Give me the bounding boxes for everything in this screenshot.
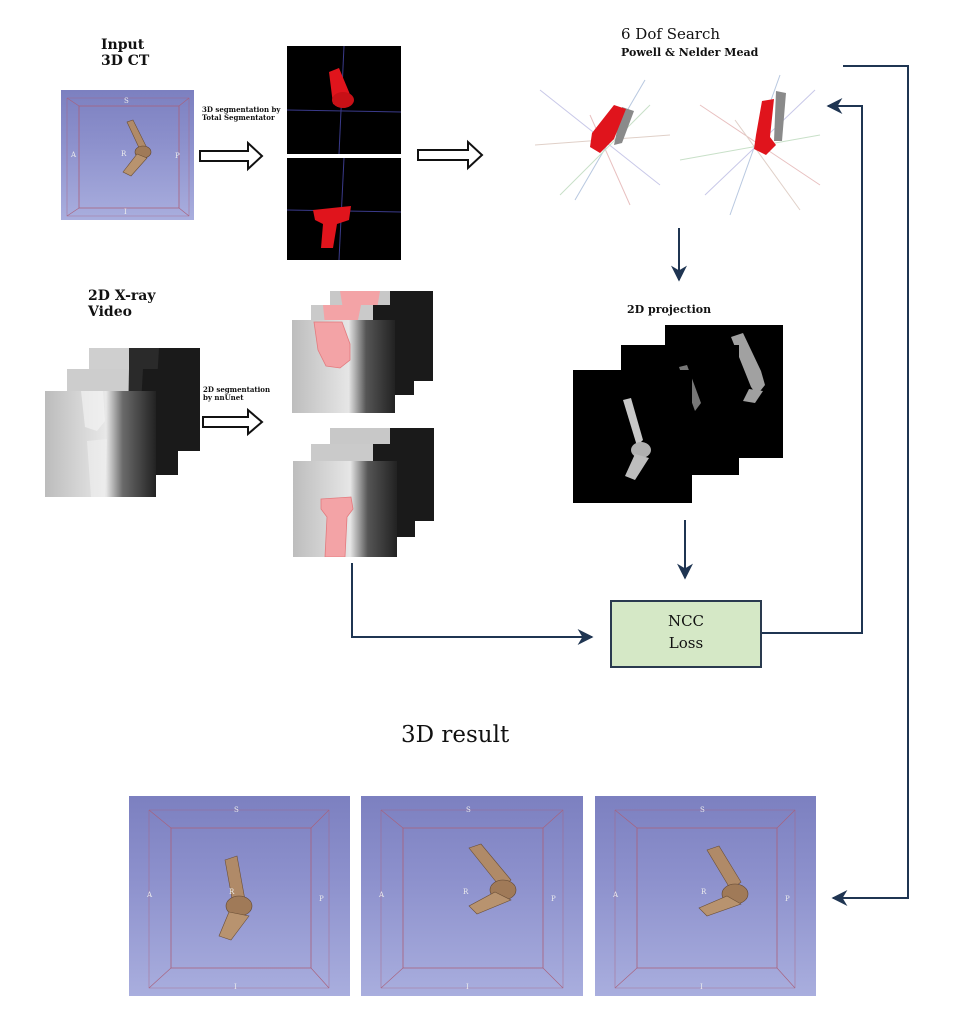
xray-video-label-line2: Video <box>88 304 132 321</box>
seg2d-femur-frame-1 <box>292 320 395 413</box>
result-volume-1: S A R P I <box>129 796 350 996</box>
marker-i: I <box>466 983 469 991</box>
search-poses <box>534 74 821 216</box>
input-ct-label-line1: Input <box>101 37 145 53</box>
xray-frame-1 <box>45 391 156 497</box>
hollow-arrow-xray-to-seg <box>202 407 264 437</box>
search-subtitle: Powell & Nelder Mead <box>621 46 759 59</box>
marker-a: A <box>147 891 153 899</box>
marker-s: S <box>124 97 129 105</box>
seg2d-caption-line1: 2D segmentation <box>203 385 271 394</box>
result-title: 3D result <box>401 722 510 748</box>
marker-s: S <box>234 806 239 814</box>
ncc-loss-box: NCC Loss <box>610 600 762 668</box>
marker-s: S <box>466 806 471 814</box>
marker-p: P <box>785 895 790 903</box>
marker-r: R <box>121 150 127 158</box>
marker-r: R <box>701 888 707 896</box>
arrow-search-to-result <box>831 65 909 906</box>
marker-p: P <box>319 895 324 903</box>
seg3d-panel-femur <box>287 46 401 154</box>
ncc-loss-line2: Loss <box>668 634 704 652</box>
marker-a: A <box>379 891 385 899</box>
seg2d-caption-line2: by nnUnet <box>203 393 244 403</box>
marker-r: R <box>229 888 235 896</box>
marker-a: A <box>613 891 619 899</box>
marker-i: I <box>124 208 127 216</box>
seg3d-caption-line2: Total Segmentator <box>202 113 275 123</box>
marker-s: S <box>700 806 705 814</box>
hollow-arrow-ct-to-seg <box>199 140 264 172</box>
arrow-ncc-feedback <box>762 98 863 634</box>
result-volume-2: S A R P I <box>361 796 583 996</box>
result-volume-3: S A R P I <box>595 796 816 996</box>
search-title: 6 Dof Search <box>621 25 721 43</box>
marker-a: A <box>71 151 77 159</box>
xray-video-label: 2D X-ray Video <box>88 288 156 320</box>
ncc-loss-line1: NCC <box>667 612 705 630</box>
marker-p: P <box>551 895 556 903</box>
projection-label: 2D projection <box>627 303 712 316</box>
marker-p: P <box>175 152 180 160</box>
arrow-seg-to-ncc <box>351 563 594 645</box>
projection-frame-1 <box>573 370 692 503</box>
input-ct-label: Input 3D CT <box>101 37 149 69</box>
input-ct-volume: S A R P I <box>61 90 194 220</box>
seg3d-panel-tibia <box>287 158 401 260</box>
seg2d-caption: 2D segmentation by nnUnet <box>203 385 271 403</box>
marker-i: I <box>700 983 703 991</box>
input-ct-label-line2: 3D CT <box>101 53 150 70</box>
marker-r: R <box>463 888 469 896</box>
pose-2 <box>679 74 821 216</box>
seg3d-caption: 3D segmentation by Total Segmentator <box>202 105 281 123</box>
marker-i: I <box>234 983 237 991</box>
xray-video-label-line1: 2D X-ray <box>88 288 156 304</box>
pose-1 <box>534 79 671 206</box>
seg3d-caption-line1: 3D segmentation by <box>202 105 281 114</box>
hollow-arrow-seg-to-search <box>417 139 484 171</box>
seg2d-tibia-frame-1 <box>293 461 397 557</box>
